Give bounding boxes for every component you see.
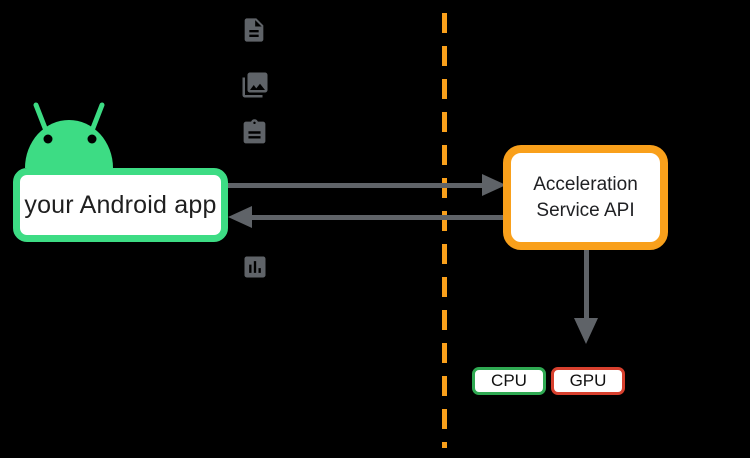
api-label-line2: Service API (536, 199, 635, 221)
arrow-app-to-api-shaft (228, 183, 484, 188)
gpu-chip: GPU (551, 367, 625, 395)
arrow-api-to-hardware-shaft (584, 250, 589, 320)
android-app-box: your Android app (13, 168, 228, 242)
process-boundary-dashed-line (442, 13, 447, 448)
arrow-app-to-api-head (482, 174, 506, 196)
arrow-api-to-app-shaft (250, 215, 508, 220)
cpu-label: CPU (491, 371, 527, 390)
cpu-chip: CPU (472, 367, 546, 395)
android-robot-icon (25, 102, 113, 168)
clipboard-icon (243, 119, 266, 144)
bar-chart-icon (244, 256, 266, 278)
photo-library-icon (242, 72, 268, 98)
android-app-label: your Android app (24, 190, 217, 219)
acceleration-service-api-box: Acceleration Service API (503, 145, 668, 250)
arrow-api-to-hardware-head (574, 318, 598, 344)
api-label-line1: Acceleration (533, 173, 638, 195)
document-icon (244, 18, 264, 42)
gpu-label: GPU (569, 371, 607, 390)
arrow-api-to-app-head (228, 206, 252, 228)
